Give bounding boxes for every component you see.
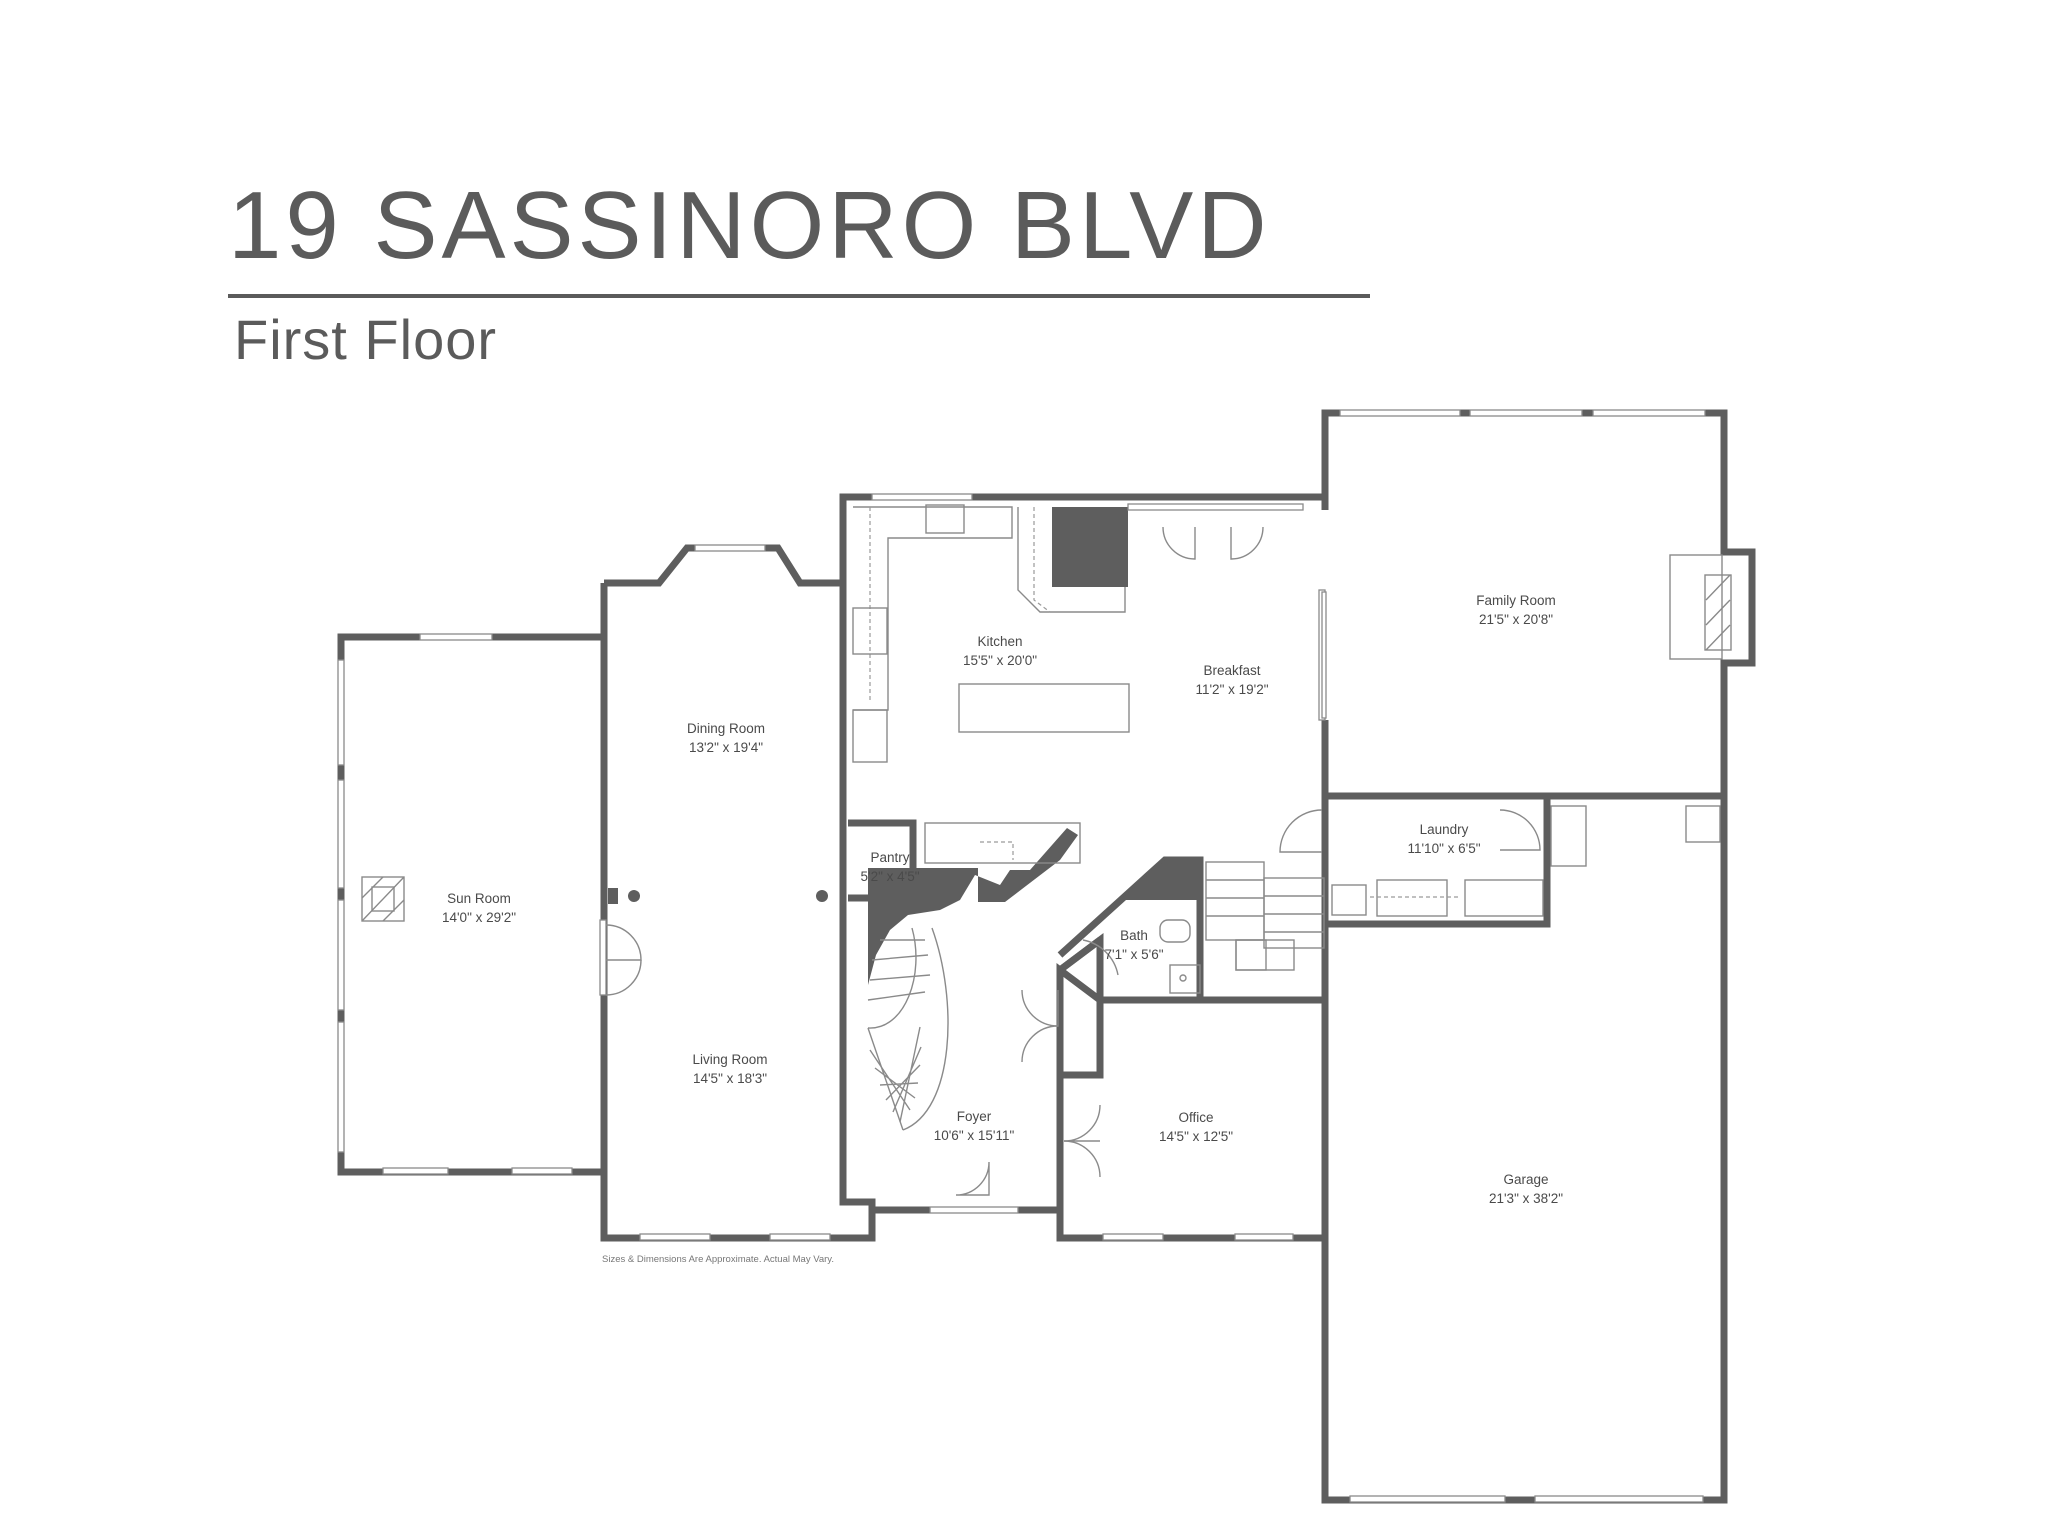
chimney-mass <box>1052 507 1128 587</box>
room-name-foyer: Foyer <box>957 1109 992 1124</box>
room-dims-pantry: 5'2" x 4'5" <box>860 869 919 884</box>
fireplace-sun <box>361 876 405 922</box>
room-dims-foyer: 10'6" x 15'11" <box>934 1128 1015 1143</box>
room-name-kitchen: Kitchen <box>977 634 1022 649</box>
laundry-fixtures <box>1331 805 1721 917</box>
room-name-family-room: Family Room <box>1476 593 1556 608</box>
stair-core-mass <box>868 828 1078 985</box>
bath-corner-mass <box>1120 860 1200 900</box>
room-dims-living-room: 14'5" x 18'3" <box>693 1071 767 1086</box>
dining-living-walls <box>600 544 876 1242</box>
bath-fixtures <box>1159 919 1201 994</box>
room-dims-family-room: 21'5" x 20'8" <box>1479 612 1553 627</box>
laundry-walls <box>1321 796 1551 928</box>
kitchen-walls <box>839 409 1756 796</box>
curved-staircase <box>867 927 949 1131</box>
room-dims-laundry: 11'10" x 6'5" <box>1407 841 1480 856</box>
floor-subtitle: First Floor <box>234 308 497 371</box>
kitchen-island <box>958 683 1130 733</box>
room-name-sun-room: Sun Room <box>447 891 511 906</box>
room-name-breakfast: Breakfast <box>1203 663 1260 678</box>
room-name-laundry: Laundry <box>1420 822 1469 837</box>
room-dims-bath: 7'1" x 5'6" <box>1104 947 1163 962</box>
fireplace-family <box>1669 554 1732 660</box>
garage-walls <box>1321 792 1728 1504</box>
room-name-dining-room: Dining Room <box>687 721 765 736</box>
room-dims-garage: 21'3" x 38'2" <box>1489 1191 1563 1206</box>
doors <box>605 526 1541 1196</box>
room-name-pantry: Pantry <box>870 850 909 865</box>
room-dims-dining-room: 13'2" x 19'4" <box>689 740 763 755</box>
room-dims-breakfast: 11'2" x 19'2" <box>1195 682 1268 697</box>
room-name-living-room: Living Room <box>692 1052 767 1067</box>
kitchen-fixtures <box>852 504 1130 864</box>
address-title: 19 SASSINORO BLVD <box>228 172 1271 279</box>
room-dims-kitchen: 15'5" x 20'0" <box>963 653 1037 668</box>
room-dims-office: 14'5" x 12'5" <box>1159 1129 1233 1144</box>
title-underline <box>228 294 1370 298</box>
room-name-office: Office <box>1178 1110 1213 1125</box>
disclaimer-note: Sizes & Dimensions Are Approximate. Actu… <box>602 1254 834 1265</box>
windows <box>337 409 1706 1503</box>
room-name-garage: Garage <box>1503 1172 1548 1187</box>
room-name-bath: Bath <box>1120 928 1148 943</box>
room-labels: Sun Room 14'0" x 29'2" Dining Room 13'2"… <box>442 593 1563 1206</box>
room-dims-sun-room: 14'0" x 29'2" <box>442 910 516 925</box>
straight-stairs <box>1205 861 1325 971</box>
